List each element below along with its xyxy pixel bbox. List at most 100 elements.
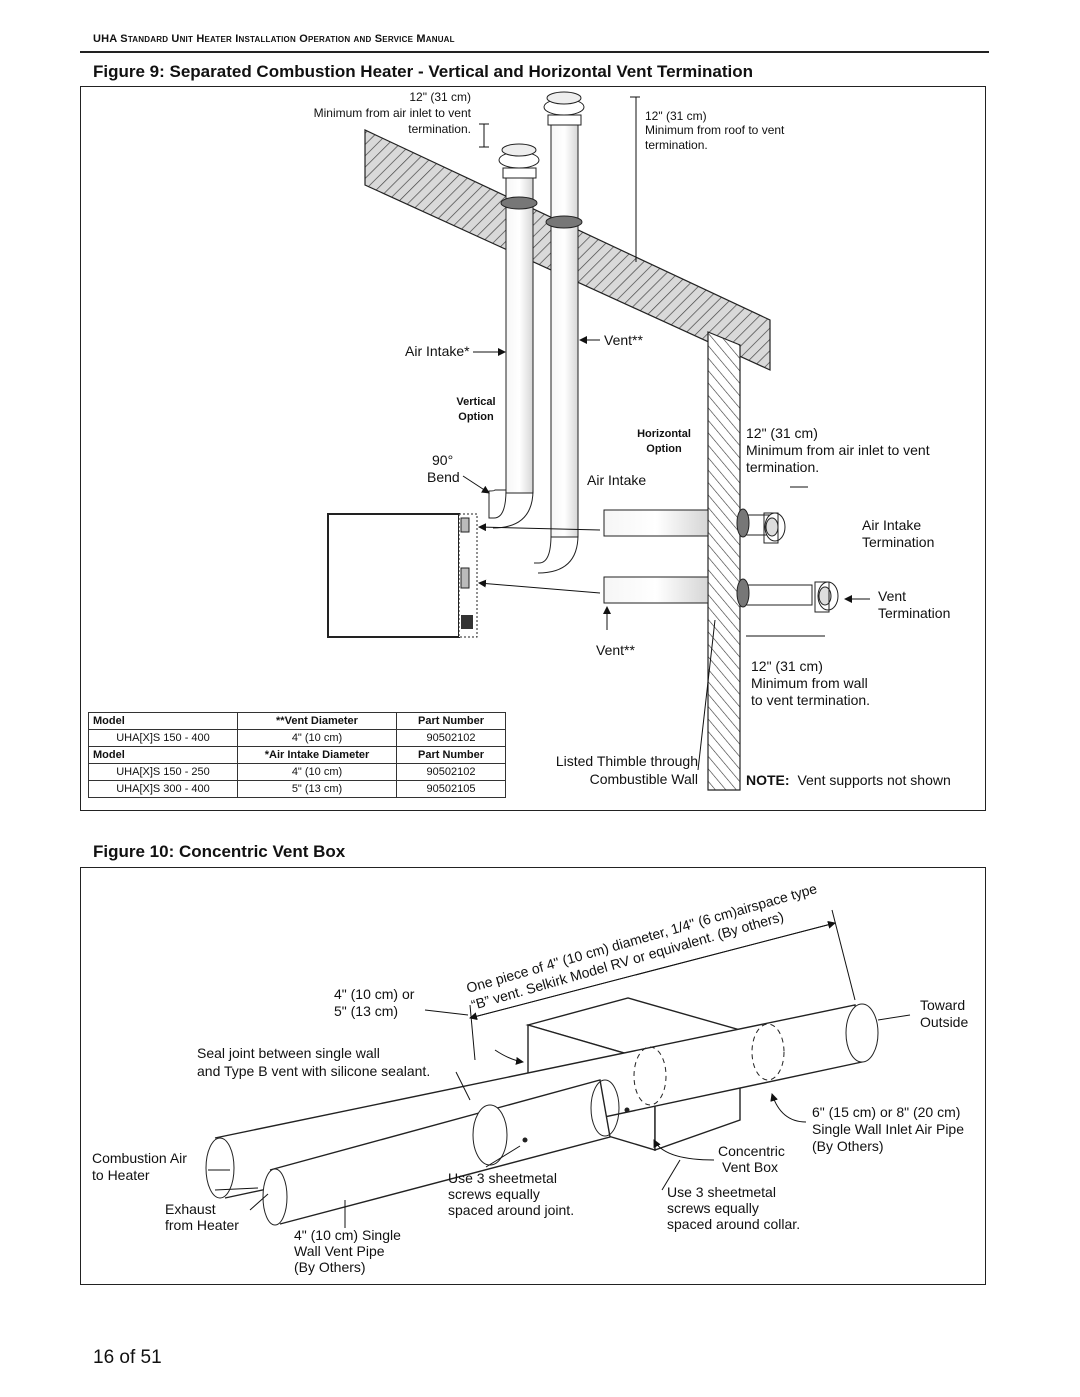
single-wall-pipe-3: (By Others) (294, 1259, 366, 1275)
table-cell: Part Number (396, 746, 506, 764)
table-cell: 4" (10 cm) (237, 763, 397, 781)
inlet-pipe-3: (By Others) (812, 1138, 884, 1154)
horizontal-vent-termination (814, 581, 839, 613)
toward-outside-2: Outside (920, 1014, 968, 1030)
screws-collar-1: Use 3 sheetmetal (667, 1184, 776, 1200)
thimble-label-2: Combustible Wall (590, 771, 698, 787)
bend-label-1: 90° (432, 452, 453, 468)
manual-header: UHA Standard Unit Heater Installation Op… (93, 33, 455, 45)
table-row: UHA[X]S 150 - 400 4" (10 cm) 90502102 (88, 729, 506, 747)
thimble-label-1: Listed Thimble through (556, 753, 698, 769)
clear-roof-line2: termination. (645, 138, 708, 152)
vent-cap (543, 91, 585, 126)
seal-joint-1: Seal joint between single wall (197, 1045, 380, 1061)
horizontal-air-intake-pipe (603, 509, 709, 537)
concentric-vent-box-2: Vent Box (722, 1159, 778, 1175)
screws-collar-2: screws equally (667, 1200, 759, 1216)
figure-10-frame (80, 867, 986, 1285)
h-clear-12: 12" (31 cm) (746, 425, 818, 441)
clear-inlet-12: 12" (31 cm) (409, 90, 471, 104)
header-rule (80, 51, 989, 53)
vertical-air-intake-pipe (505, 174, 534, 494)
figure-10-title: Figure 10: Concentric Vent Box (93, 842, 346, 861)
size-label-1: 4" (10 cm) or (334, 986, 415, 1002)
horizontal-option-label-2: Option (646, 443, 682, 455)
table-cell: 4" (10 cm) (237, 729, 397, 747)
vent-90-bend (534, 534, 552, 564)
seal-joint-2: and Type B vent with silicone sealant. (197, 1063, 430, 1079)
table-cell: Part Number (396, 712, 506, 730)
combustion-air-2: to Heater (92, 1167, 150, 1183)
table-row: UHA[X]S 150 - 250 4" (10 cm) 90502102 (88, 763, 506, 781)
wall-clear-12: 12" (31 cm) (751, 658, 823, 674)
note-body: Vent supports not shown (797, 772, 950, 788)
inlet-pipe-2: Single Wall Inlet Air Pipe (812, 1121, 964, 1137)
vent-parts-table: Model **Vent Diameter Part Number UHA[X]… (88, 712, 506, 798)
table-cell: Model (88, 746, 238, 764)
wall (707, 331, 741, 791)
table-cell: 90502102 (396, 763, 506, 781)
vent-roof-flashing (545, 215, 583, 229)
table-cell: 5" (13 cm) (237, 780, 397, 798)
air-intake-termination-label-1: Air Intake (862, 517, 921, 533)
air-intake-termination-label-2: Termination (862, 534, 934, 550)
air-intake-label: Air Intake (587, 472, 646, 488)
bend-label-2: Bend (427, 469, 460, 485)
size-label-2: 5" (13 cm) (334, 1003, 398, 1019)
clear-inlet-line1: Minimum from air inlet to vent (314, 106, 472, 120)
clear-inlet-line2: termination. (408, 122, 471, 136)
vertical-vent-pipe (550, 121, 579, 538)
screws-joint-2: screws equally (448, 1186, 540, 1202)
arc-label-line1: One piece of 4" (10 cm) diameter, 1/4" (… (464, 880, 819, 996)
figure-9-frame (80, 86, 986, 811)
intake-90-bend (488, 489, 507, 519)
arc-label-line2: “B” vent. Selkirk Model RV or equivalent… (469, 908, 785, 1013)
page-number: 16 of 51 (93, 1347, 162, 1368)
table-cell: Model (88, 712, 238, 730)
single-wall-vent-pipe (262, 1079, 630, 1226)
h-clear-line2: termination. (746, 459, 819, 475)
table-cell: **Vent Diameter (237, 712, 397, 730)
screws-joint-1: Use 3 sheetmetal (448, 1170, 557, 1186)
table-cell: UHA[X]S 150 - 250 (88, 763, 238, 781)
combustion-air-1: Combustion Air (92, 1150, 187, 1166)
air-intake-star-label: Air Intake* (405, 343, 470, 359)
wall-clear-line1: Minimum from wall (751, 675, 868, 691)
vent-top-label: Vent** (604, 332, 643, 348)
table-row: UHA[X]S 300 - 400 5" (13 cm) 90502105 (88, 780, 506, 798)
intake-roof-flashing (500, 196, 538, 210)
table-cell: UHA[X]S 300 - 400 (88, 780, 238, 798)
single-wall-pipe-2: Wall Vent Pipe (294, 1243, 385, 1259)
vertical-option-label-1: Vertical (456, 396, 495, 408)
air-intake-cap (498, 143, 540, 179)
table-row: Model *Air Intake Diameter Part Number (88, 746, 506, 764)
horizontal-option-label-1: Horizontal (637, 428, 691, 440)
note-text: NOTE: Vent supports not shown (746, 772, 951, 788)
clear-roof-line1: Minimum from roof to vent (645, 123, 785, 137)
exhaust-1: Exhaust (165, 1201, 216, 1217)
vertical-option-label-2: Option (458, 411, 494, 423)
screws-joint-3: spaced around joint. (448, 1202, 574, 1218)
toward-outside-1: Toward (920, 997, 965, 1013)
exhaust-2: from Heater (165, 1217, 239, 1233)
h-clear-line1: Minimum from air inlet to vent (746, 442, 930, 458)
table-cell: *Air Intake Diameter (237, 746, 397, 764)
horizontal-vent-pipe (603, 576, 709, 604)
wall-clear-line2: to vent termination. (751, 692, 870, 708)
table-cell: 90502105 (396, 780, 506, 798)
single-wall-pipe-1: 4" (10 cm) Single (294, 1227, 401, 1243)
clear-roof-12: 12" (31 cm) (645, 109, 707, 123)
table-cell: UHA[X]S 150 - 400 (88, 729, 238, 747)
vent-bottom-label: Vent** (596, 642, 635, 658)
vent-termination-label-2: Termination (878, 605, 950, 621)
figure-9-title: Figure 9: Separated Combustion Heater - … (93, 62, 753, 81)
table-row: Model **Vent Diameter Part Number (88, 712, 506, 730)
heater-unit (327, 513, 460, 638)
horizontal-air-intake-termination (763, 512, 786, 544)
concentric-vent-box-1: Concentric (718, 1143, 785, 1159)
vent-termination-label-1: Vent (878, 588, 906, 604)
note-bold: NOTE: (746, 772, 790, 788)
table-cell: 90502102 (396, 729, 506, 747)
screws-collar-3: spaced around collar. (667, 1216, 800, 1232)
